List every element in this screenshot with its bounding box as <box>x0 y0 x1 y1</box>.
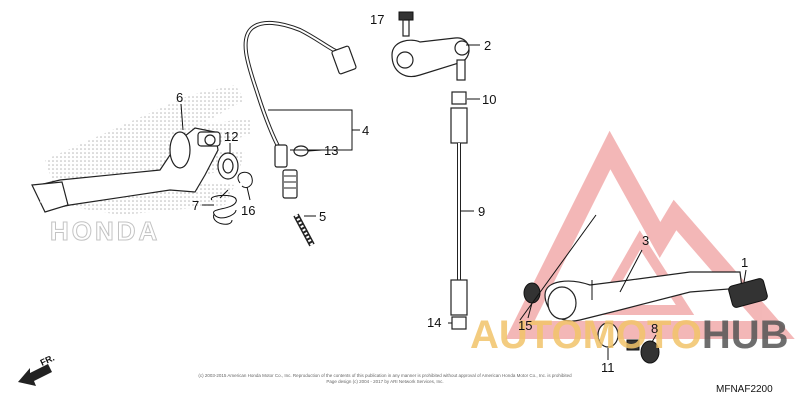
brake-pedal[interactable] <box>31 127 221 213</box>
watermark-auto: AUTO <box>470 313 583 357</box>
copyright-line-2: Page design (c) 2004 - 2017 by ARI Netwo… <box>326 379 443 384</box>
washer-15[interactable] <box>523 282 541 304</box>
callout-6[interactable]: 6 <box>176 90 183 105</box>
triangle-watermark <box>505 130 795 339</box>
change-pedal[interactable] <box>544 271 743 322</box>
leader-lines <box>180 19 747 360</box>
gearshift-arm[interactable] <box>391 37 470 81</box>
svg-text:AUTOMOTOHUB: AUTOMOTOHUB <box>470 313 789 357</box>
callout-16[interactable]: 16 <box>241 203 255 218</box>
front-arrow-label: FR. <box>39 353 56 368</box>
callout-14[interactable]: 14 <box>427 315 441 330</box>
callout-10[interactable]: 10 <box>482 92 496 107</box>
gearshift-rod[interactable] <box>450 107 468 316</box>
callout-17[interactable]: 17 <box>370 12 384 27</box>
front-direction-arrow: FR. <box>18 353 56 386</box>
callout-1[interactable]: 1 <box>741 255 748 270</box>
bolt-8[interactable] <box>626 339 660 364</box>
callout-5[interactable]: 5 <box>319 209 326 224</box>
callout-12[interactable]: 12 <box>224 129 238 144</box>
callout-8[interactable]: 8 <box>651 321 658 336</box>
automotohub-watermark: AUTOMOTOHUB <box>470 313 789 357</box>
washer-11[interactable] <box>597 322 619 348</box>
clip-13[interactable] <box>293 145 309 157</box>
bolt-17[interactable] <box>398 11 414 37</box>
callout-11[interactable]: 11 <box>601 360 615 375</box>
callout-7[interactable]: 7 <box>192 198 199 213</box>
honda-logo-text: HONDA <box>50 216 160 246</box>
watermark-moto: MOTO <box>583 313 702 357</box>
callout-15[interactable]: 15 <box>518 318 532 333</box>
watermark-hub: HUB <box>702 313 789 357</box>
nut-10[interactable] <box>451 91 467 105</box>
washer-12[interactable] <box>217 152 239 180</box>
spring-7[interactable] <box>210 189 237 225</box>
nut-14[interactable] <box>451 316 467 330</box>
clip-16[interactable] <box>237 171 253 189</box>
copyright-line-1: (c) 2003-2015 American Honda Motor Co., … <box>198 373 572 378</box>
callout-4[interactable]: 4 <box>362 123 369 138</box>
spring-5[interactable] <box>293 213 315 247</box>
stop-switch-cable[interactable] <box>243 21 357 199</box>
callout-2[interactable]: 2 <box>484 38 491 53</box>
callout-3[interactable]: 3 <box>642 233 649 248</box>
diagram-code: MFNAF2200 <box>716 384 773 395</box>
pedal-rubber[interactable] <box>728 278 768 309</box>
callout-13[interactable]: 13 <box>324 143 338 158</box>
callout-9[interactable]: 9 <box>478 204 485 219</box>
